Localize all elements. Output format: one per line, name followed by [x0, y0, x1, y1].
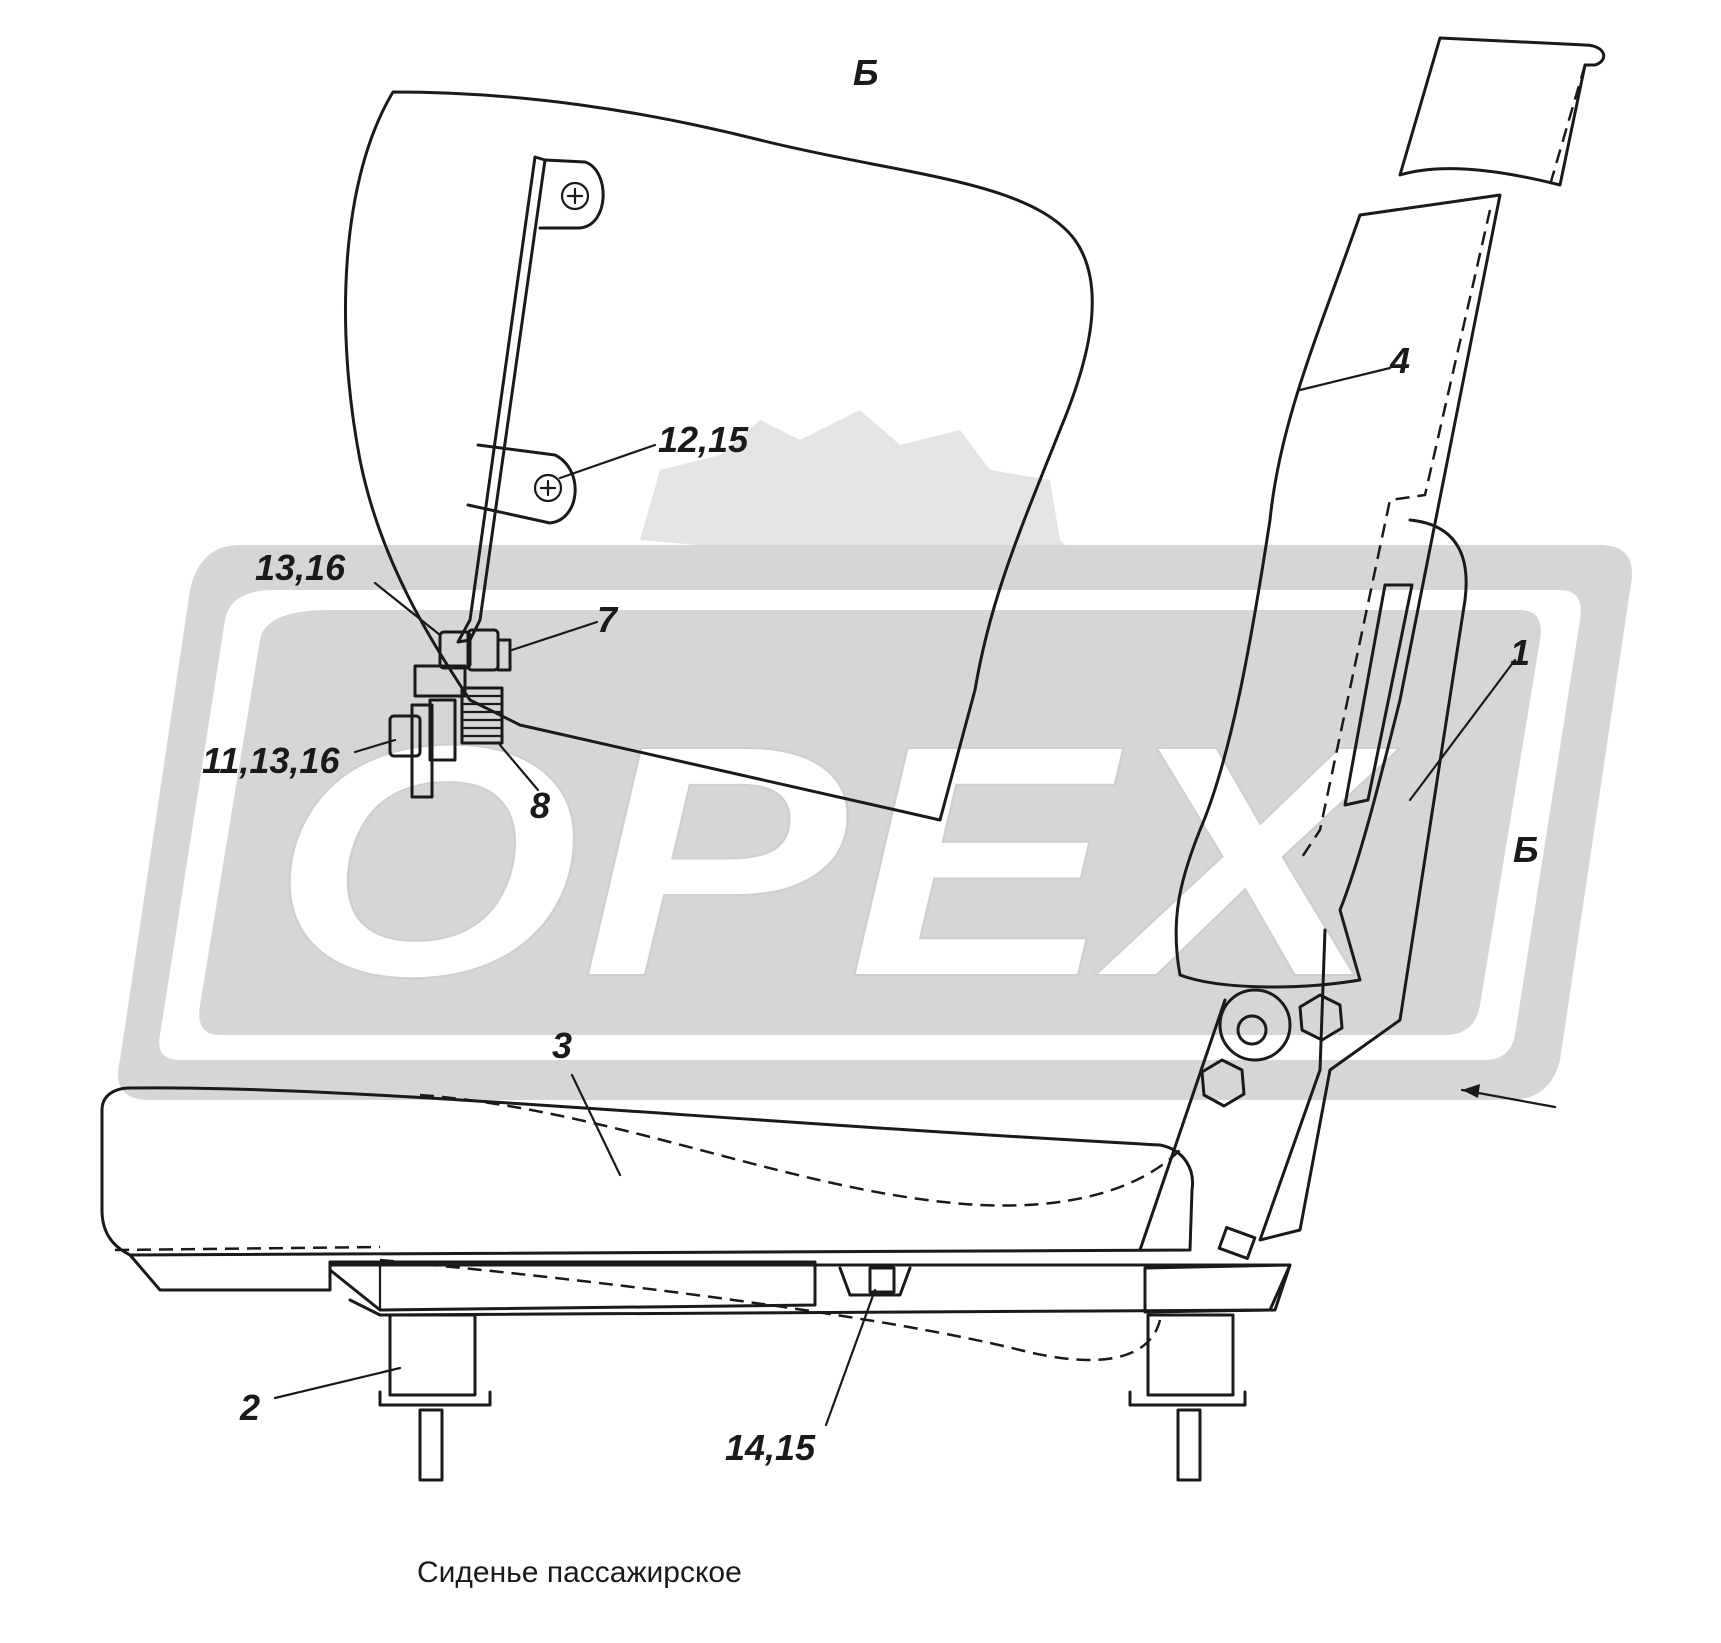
pivot-nut-bottom [1200, 1058, 1246, 1108]
leader-7 [510, 620, 599, 652]
leader-4 [1298, 366, 1392, 392]
leader-11-13-16 [353, 738, 397, 754]
leader-13-16 [373, 581, 442, 637]
leader-1 [1408, 658, 1517, 802]
bracket-lower-ear [466, 443, 577, 525]
leader-2 [273, 1366, 402, 1400]
nut-upper-left [438, 630, 472, 670]
leader-3 [570, 1073, 622, 1177]
nut-lower [388, 714, 422, 758]
plate-block [413, 664, 467, 698]
lower-screw-icon [533, 473, 563, 503]
leader-8 [498, 743, 540, 792]
rear-leg-clip [1128, 1390, 1247, 1407]
lower-screw-slot-icon [539, 479, 557, 497]
front-leg-clip [378, 1390, 492, 1407]
callout-4: 4 [1389, 340, 1410, 381]
rail-hidden-arc [379, 1258, 1162, 1362]
rear-leg-block [1146, 1313, 1235, 1397]
adjust-bolt [1217, 1226, 1257, 1260]
front-leg-block [388, 1313, 477, 1397]
backrest-outline [344, 90, 1094, 822]
headrest-cap [1398, 36, 1606, 187]
leader-12-15 [558, 443, 657, 480]
cushion-outline [100, 1086, 1195, 1257]
seat-base-plate [128, 1253, 1292, 1317]
bracket-top-ear [538, 158, 605, 230]
callout-13-16: 13,16 [255, 547, 346, 588]
callout-7: 7 [597, 599, 619, 640]
drawing-caption: Сиденье пассажирское [417, 1556, 742, 1589]
rear-leg-stud [1176, 1408, 1202, 1482]
rail-nut-bracket [838, 1266, 912, 1297]
callouts: Б 4 12,15 13,16 7 1 11,13,16 8 Б 3 2 14,… [202, 52, 1539, 1468]
leader-lines [273, 366, 1557, 1427]
backframe [1138, 36, 1606, 1260]
frame-1-leftside [1138, 998, 1227, 1252]
pivot-washer [1218, 988, 1292, 1062]
spring-8-icon [460, 686, 504, 745]
frame-1-slot [1343, 583, 1414, 807]
callout-12-15: 12,15 [658, 419, 749, 460]
leader-14-15 [824, 1288, 877, 1427]
watermark: OPEX [118, 410, 1632, 1100]
pivot-nut-top [1298, 993, 1344, 1042]
seat-cushion [100, 1086, 1292, 1362]
rear-support-plate [1143, 1263, 1292, 1314]
frame-4-outline [1174, 193, 1502, 989]
hinge-assembly [388, 628, 512, 799]
bracket-plate-lower [428, 698, 457, 762]
seat-rail [328, 1260, 817, 1312]
callout-11-13-16: 11,13,16 [202, 740, 340, 781]
rail-nut-14-15 [868, 1266, 896, 1294]
pivot-pin [1236, 1014, 1268, 1046]
seat-legs [378, 1313, 1247, 1482]
watermark-gear [640, 410, 1100, 580]
callout-1: 1 [1510, 632, 1530, 673]
bolt-shaft [410, 703, 434, 799]
cushion-base-line [114, 1245, 381, 1252]
view-arrow-label: Б [1513, 829, 1539, 870]
spring-8-coils [460, 694, 504, 738]
watermark-panel [199, 610, 1541, 1035]
top-screw-slot-icon [566, 187, 584, 205]
washer-7 [496, 638, 512, 672]
callout-8: 8 [530, 785, 550, 826]
frame-1-outline [1258, 518, 1468, 1242]
top-screw-icon [560, 181, 590, 211]
cushion-hidden-profile [419, 1093, 1181, 1207]
view-arrow-b-head [1462, 1084, 1480, 1098]
callout-14-15: 14,15 [725, 1427, 816, 1468]
view-label-top: Б [853, 52, 879, 93]
callout-2: 2 [239, 1387, 260, 1428]
front-leg-stud [418, 1408, 444, 1482]
callout-3: 3 [552, 1025, 572, 1066]
